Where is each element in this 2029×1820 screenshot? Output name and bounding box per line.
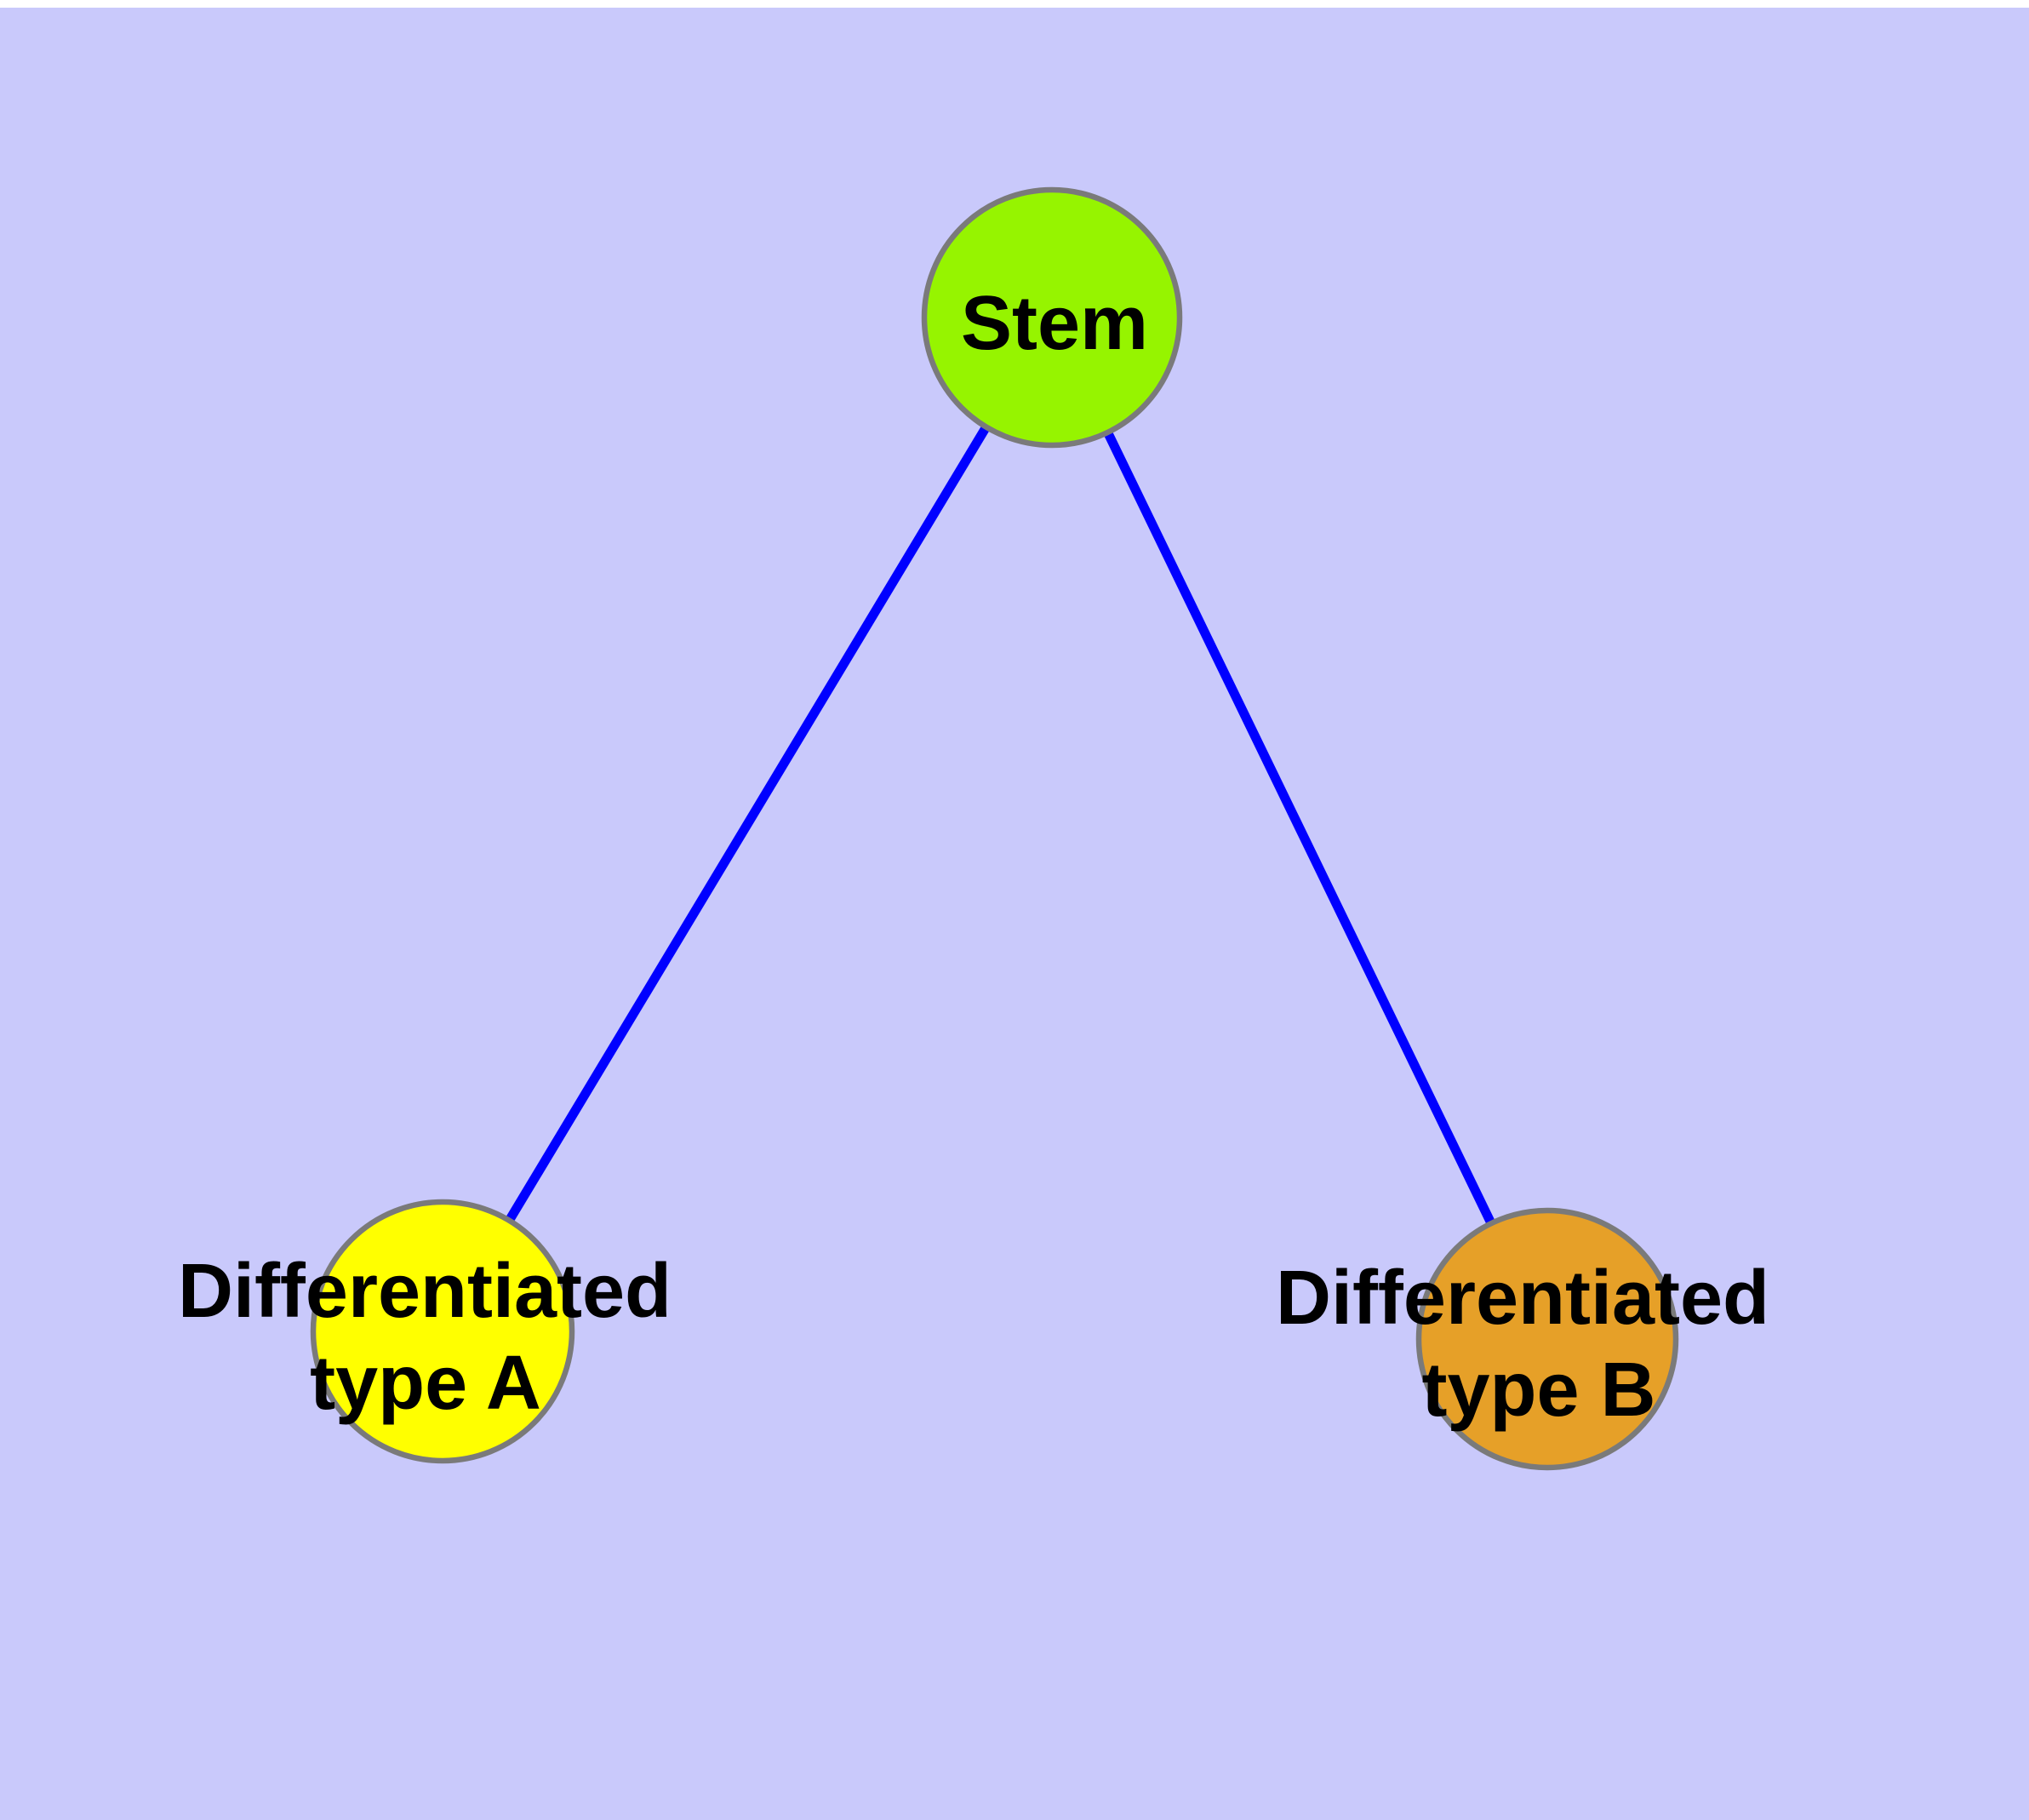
node-type-a-label-line1: Differentiated: [178, 1249, 672, 1334]
edge-stem-to-type-a: [505, 424, 991, 1223]
node-stem-label: Stem: [961, 281, 1148, 366]
node-type-a-label-line2: type A: [310, 1341, 541, 1426]
node-type-b-circle: [1415, 1207, 1679, 1471]
node-stem-circle: [921, 186, 1183, 449]
node-type-b-label-line1: Differentiated: [1276, 1256, 1769, 1341]
edge-stem-to-type-b: [1103, 430, 1496, 1226]
node-type-b-label-line2: type B: [1421, 1348, 1655, 1433]
node-type-a-circle: [310, 1199, 575, 1464]
